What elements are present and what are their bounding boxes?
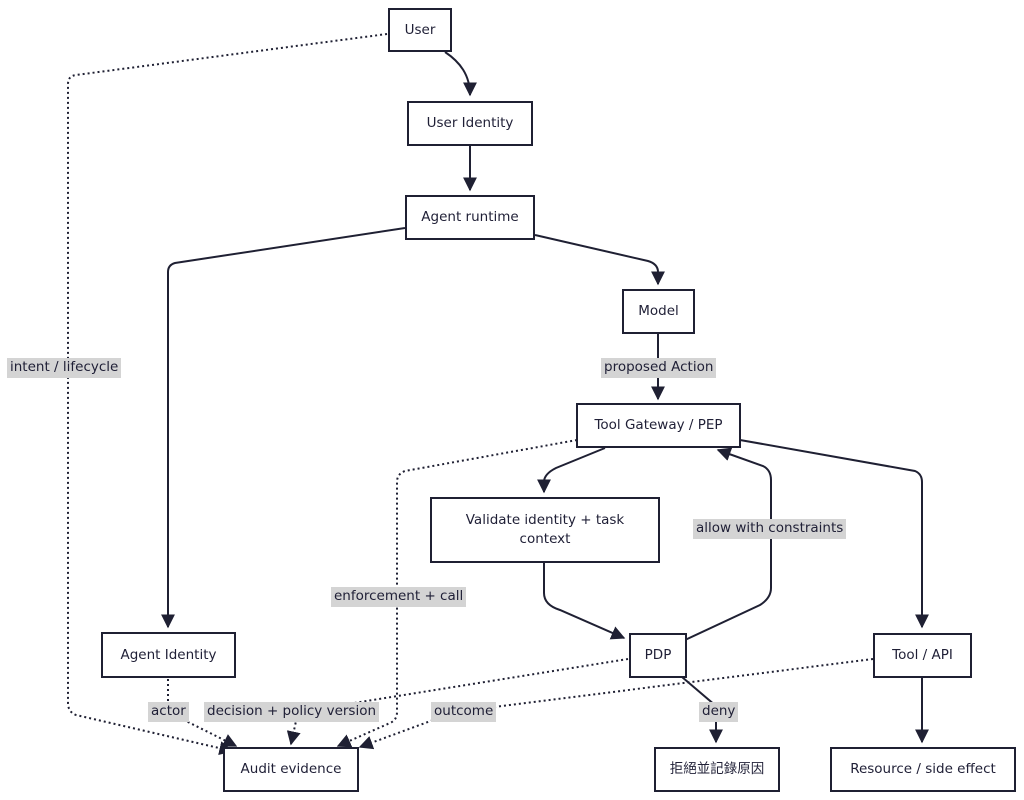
edge-agent-identity-to-audit	[167, 679, 238, 747]
edge-validate-to-pdp	[543, 563, 626, 640]
edge-label-intent-lifecycle: intent / lifecycle	[7, 358, 122, 378]
node-tool-gateway[interactable]: Tool Gateway / PEP	[576, 403, 741, 448]
node-resource[interactable]: Resource / side effect	[830, 747, 1016, 792]
node-tool-api[interactable]: Tool / API	[873, 633, 972, 678]
node-deny-log[interactable]: 拒絕並記錄原因	[654, 747, 780, 792]
edge-pdp-to-tool-gateway	[684, 447, 772, 641]
node-user-identity[interactable]: User Identity	[407, 101, 533, 146]
edge-agent-runtime-to-agent-identity	[161, 227, 406, 629]
edge-user-to-audit	[67, 33, 388, 755]
edge-tool-gateway-to-validate	[537, 447, 606, 494]
node-pdp[interactable]: PDP	[629, 633, 687, 678]
node-audit-evidence[interactable]: Audit evidence	[223, 747, 359, 792]
edge-label-enforcement-call: enforcement + call	[331, 587, 467, 607]
edge-label-actor: actor	[148, 702, 189, 722]
edge-pdp-to-audit	[286, 658, 629, 746]
edge-agent-runtime-to-model	[534, 234, 665, 286]
edge-tool-gateway-to-tool-api	[739, 439, 929, 629]
node-validate-identity[interactable]: Validate identity + task context	[430, 497, 660, 563]
edge-label-allow-with-constraints: allow with constraints	[693, 519, 847, 539]
node-user[interactable]: User	[388, 8, 452, 52]
edge-user-to-user-identity	[444, 51, 477, 97]
node-agent-identity[interactable]: Agent Identity	[101, 632, 236, 678]
node-model[interactable]: Model	[622, 289, 695, 334]
edge-label-outcome: outcome	[431, 702, 497, 722]
node-agent-runtime[interactable]: Agent runtime	[405, 195, 535, 240]
edge-label-proposed-action: proposed Action	[601, 358, 717, 378]
edge-label-deny: deny	[699, 702, 739, 722]
edge-label-decision-policy-version: decision + policy version	[204, 702, 380, 722]
